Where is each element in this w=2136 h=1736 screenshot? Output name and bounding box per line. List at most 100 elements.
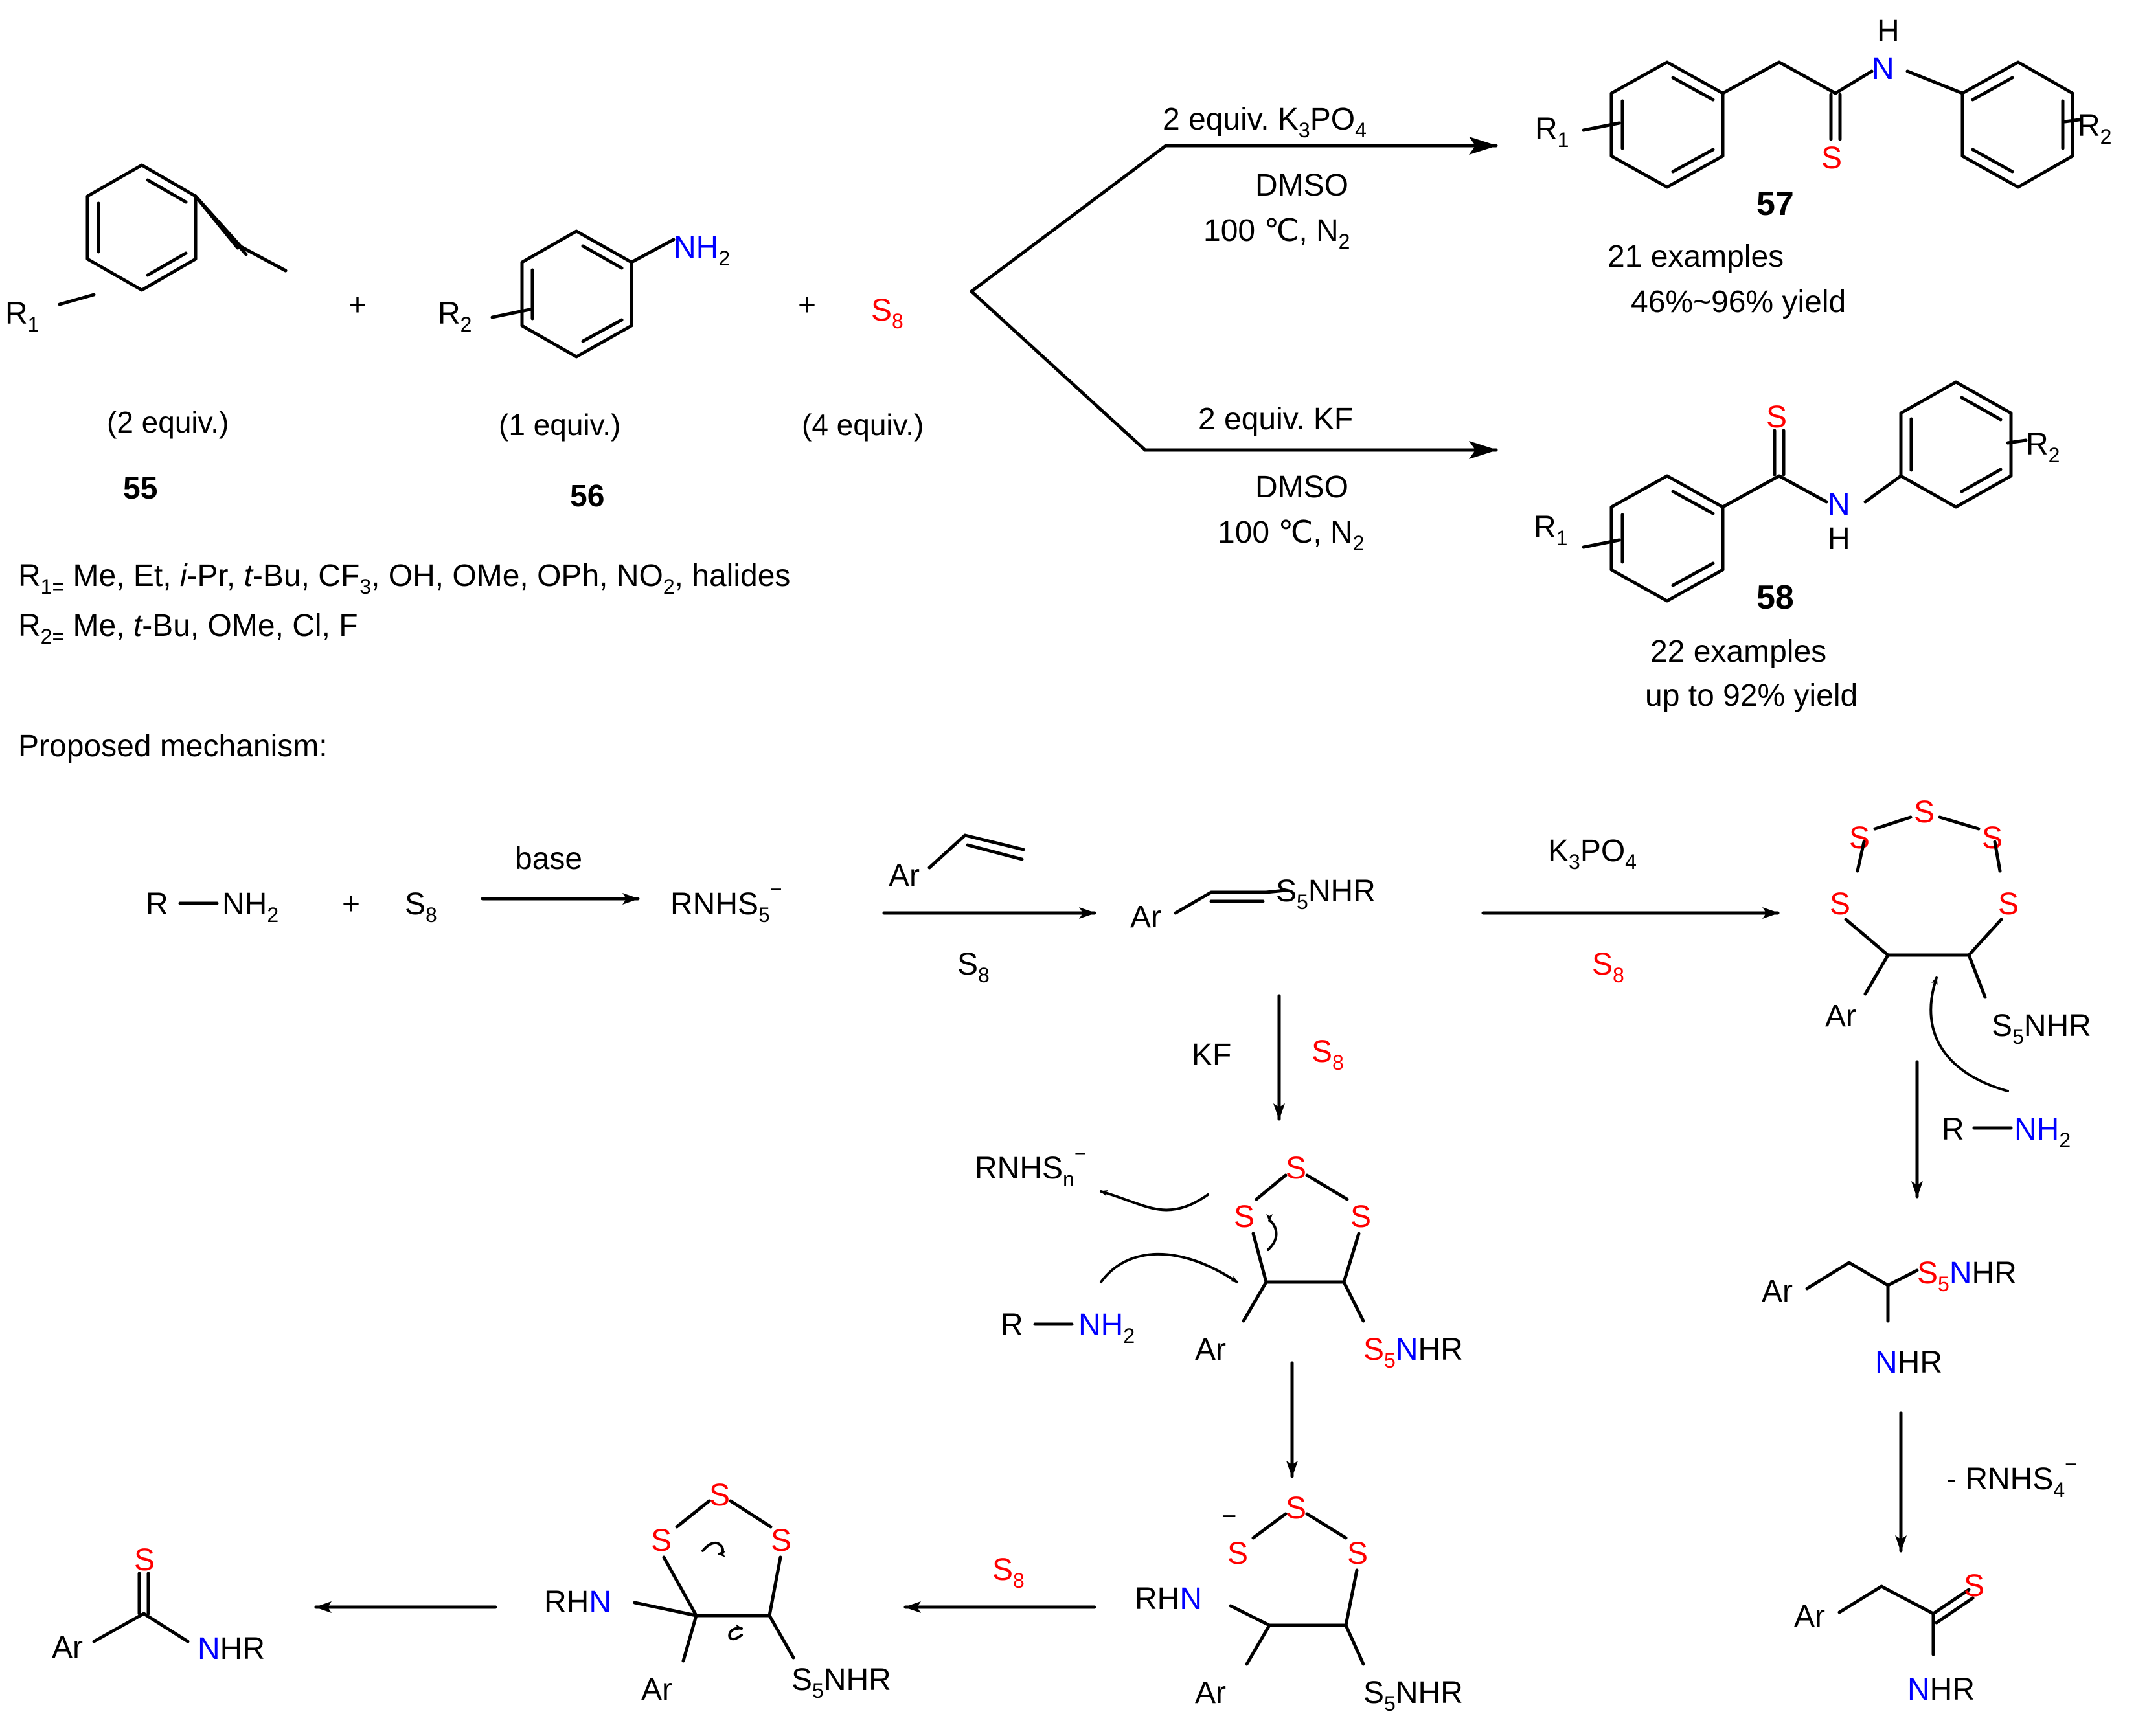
plus-sign-1: +	[348, 288, 367, 322]
svg-text:S: S	[1998, 887, 2019, 921]
r2-label: R2	[438, 297, 472, 336]
s8-kf: S8	[1312, 1035, 1344, 1074]
equiv-s8: (4 equiv.)	[802, 408, 924, 442]
amine-r-mid: R	[1001, 1308, 1023, 1342]
s8-mech-1: S8	[405, 887, 437, 927]
aminal-intermediate: Ar S5NHR NHR	[1762, 1256, 2017, 1380]
svg-text:S5NHR: S5NHR	[791, 1663, 891, 1702]
svg-text:S: S	[1849, 821, 1870, 855]
r1-label: R1	[5, 297, 39, 336]
vinyl-group	[194, 194, 248, 256]
compound-55-styrene: R1	[5, 163, 288, 336]
svg-text:RHN: RHN	[1135, 1582, 1202, 1616]
cond-upper-temp: 100 ℃, N2	[1203, 214, 1350, 253]
svg-text:S5NHR: S5NHR	[1992, 1009, 2091, 1048]
branch-arrows	[970, 137, 1498, 459]
amide-n-57: N	[1872, 52, 1894, 86]
cond-upper-base: 2 equiv. K3PO4	[1163, 102, 1367, 142]
open-trisulfide-anion: − S S S RHN Ar S5NHR	[1135, 1491, 1463, 1715]
svg-text:S: S	[1347, 1537, 1368, 1571]
examples-58: 22 examples	[1650, 635, 1826, 669]
s8-k3po4: S8	[1592, 947, 1624, 987]
rnhs5-anion: RNHS5−	[670, 877, 782, 927]
svg-text:Ar: Ar	[1762, 1274, 1793, 1309]
svg-text:NHR: NHR	[1875, 1346, 1942, 1380]
thioamide-product-right: Ar S NHR	[1794, 1569, 1984, 1707]
product-57: S N H R1 R2	[1535, 14, 2111, 189]
label-58: 58	[1756, 579, 1794, 616]
thio-s-57: S	[1821, 141, 1842, 175]
cond-upper-solvent: DMSO	[1255, 168, 1348, 203]
amine-r: R	[146, 887, 168, 921]
amide-h-57: H	[1877, 14, 1900, 49]
svg-text:S5NHR: S5NHR	[1363, 1676, 1463, 1715]
svg-text:Ar: Ar	[641, 1673, 672, 1707]
svg-text:S: S	[1830, 887, 1850, 921]
amine-nh2-mid: NH2	[1078, 1308, 1135, 1347]
svg-text:NHR: NHR	[198, 1632, 265, 1666]
cond-lower-temp: 100 ℃, N2	[1218, 515, 1364, 555]
svg-text:S: S	[134, 1543, 155, 1577]
equiv-56: (1 equiv.)	[499, 408, 620, 442]
svg-text:S: S	[771, 1524, 791, 1558]
vinyl-polysulfide: Ar S5NHR	[1130, 874, 1376, 934]
base-label: base	[515, 842, 582, 876]
svg-text:S: S	[651, 1524, 672, 1558]
thio-s-58: S	[1766, 400, 1787, 434]
svg-text:S: S	[1964, 1569, 1984, 1603]
kf-label: KF	[1192, 1038, 1231, 1072]
nh2-group: NH2	[674, 231, 730, 270]
svg-text:S5NHR: S5NHR	[1917, 1256, 2017, 1296]
svg-text:−: −	[1221, 1502, 1236, 1531]
trithiolane-ring: S S S Ar S5NHR	[1100, 1151, 1463, 1372]
equiv-55: (2 equiv.)	[107, 405, 229, 439]
svg-text:S: S	[1350, 1200, 1371, 1234]
s8-over-arrow: S8	[957, 947, 990, 987]
substituents-r2: R2= Me, t-Bu, OMe, Cl, F	[18, 609, 358, 648]
plus-sign-2: +	[798, 288, 816, 322]
svg-text:Ar: Ar	[52, 1630, 83, 1665]
examples-57: 21 examples	[1608, 240, 1784, 274]
cond-lower-solvent: DMSO	[1255, 470, 1348, 504]
s8-left-arrow: S8	[992, 1553, 1025, 1592]
amine-nh2: NH2	[222, 887, 278, 927]
yield-58: up to 92% yield	[1645, 679, 1858, 713]
plus-sign-3: +	[342, 887, 360, 921]
svg-text:Ar: Ar	[1130, 900, 1161, 934]
thioamide-product-left: Ar S NHR	[52, 1543, 265, 1666]
compound-56-aniline: NH2 R2	[438, 229, 730, 359]
svg-text:S: S	[1227, 1537, 1248, 1571]
svg-text:S: S	[1286, 1151, 1306, 1186]
rnhsn-leaving: RNHSn−	[975, 1142, 1087, 1191]
svg-text:S: S	[1982, 821, 2003, 855]
product-58: S N H R1 R2	[1534, 380, 2060, 603]
r1-57: R1	[1535, 112, 1569, 152]
svg-text:Ar: Ar	[1825, 999, 1856, 1033]
amine-nh2-right: NH2	[2014, 1112, 2071, 1152]
r2-58: R2	[2026, 427, 2060, 467]
mechanism-heading: Proposed mechanism:	[18, 729, 328, 763]
s8-reagent: S8	[871, 293, 903, 333]
r1-58: R1	[1534, 510, 1567, 550]
svg-text:S5NHR: S5NHR	[1363, 1333, 1463, 1372]
svg-text:S: S	[709, 1478, 730, 1513]
bicyclic-trithiolane: S S S RHN Ar S5NHR	[544, 1478, 891, 1707]
ar-styrene: Ar	[889, 859, 920, 893]
r2-57: R2	[2078, 109, 2111, 148]
svg-text:NHR: NHR	[1907, 1673, 1975, 1707]
label-56: 56	[570, 479, 604, 513]
label-55: 55	[123, 471, 157, 506]
substituents-r1: R1= Me, Et, i-Pr, t-Bu, CF3, OH, OMe, OP…	[18, 559, 790, 598]
yield-57: 46%~96% yield	[1631, 285, 1846, 319]
amide-h-58: H	[1828, 522, 1850, 556]
svg-text:RHN: RHN	[544, 1585, 611, 1619]
k3po4-label: K3PO4	[1548, 834, 1637, 874]
amide-n-58: N	[1828, 488, 1850, 522]
heptasulfur-ring: S S S S S Ar S5NHR	[1825, 795, 2091, 1092]
svg-text:S5NHR: S5NHR	[1276, 874, 1376, 914]
svg-text:S: S	[1914, 795, 1935, 829]
label-57: 57	[1756, 185, 1794, 223]
svg-text:S: S	[1234, 1200, 1255, 1234]
rnhs4-loss: - RNHS4−	[1946, 1452, 2077, 1502]
